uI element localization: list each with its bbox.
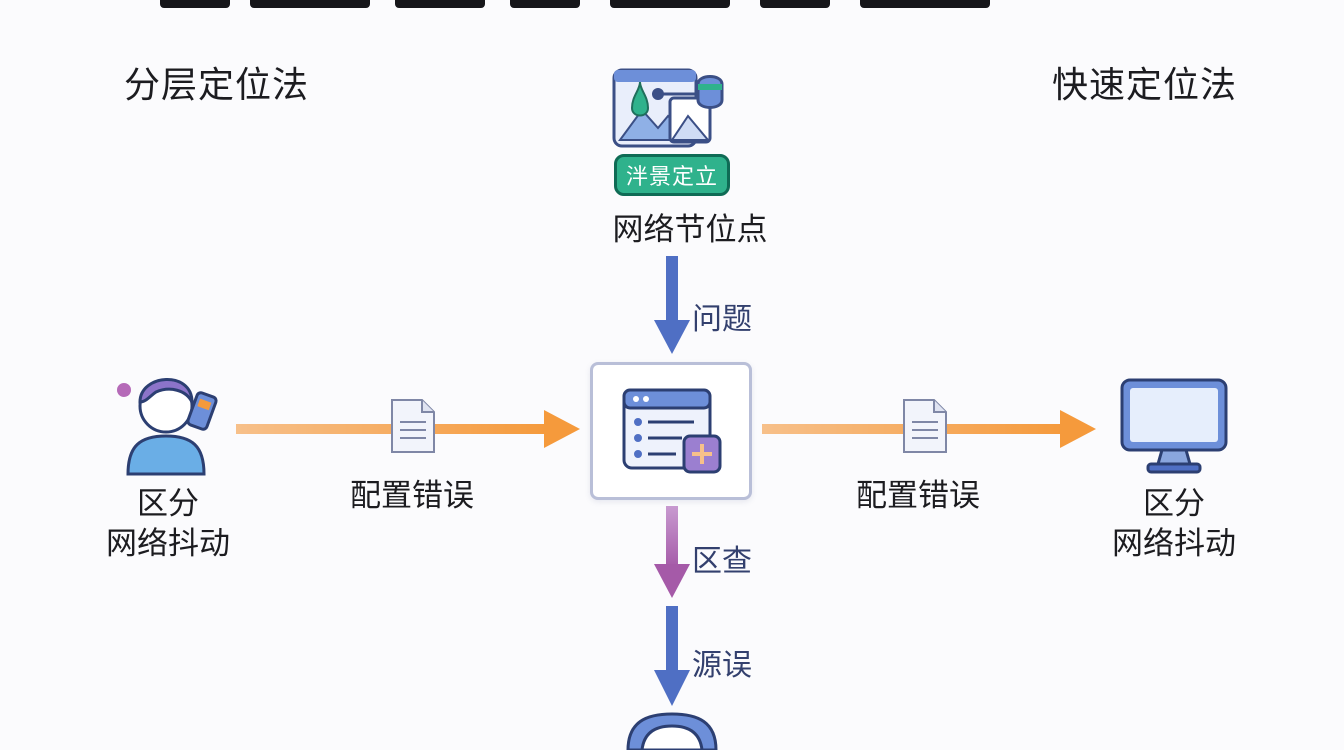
- arrow-down-icon: [654, 606, 690, 706]
- title-fragment: [160, 0, 230, 8]
- arrow-bottom-label: 源误: [692, 648, 752, 683]
- title-fragment: [860, 0, 990, 8]
- image-drop-icon: [612, 68, 724, 148]
- document-icon: [903, 399, 947, 453]
- monitor-icon: [1120, 378, 1228, 474]
- right-node-line1: 区分: [1143, 486, 1205, 522]
- right-node-line2: 网络抖动: [1112, 526, 1236, 562]
- title-fragment: [395, 0, 485, 8]
- left-node-line1: 区分: [137, 486, 199, 522]
- title-fragment: [610, 0, 730, 8]
- left-node-line2: 网络抖动: [106, 526, 230, 562]
- title-fragment: [760, 0, 830, 8]
- right-edge-label: 配置错误: [856, 478, 980, 514]
- person-phone-icon: [117, 378, 218, 476]
- arrow-top-label: 问题: [692, 302, 752, 337]
- list-add-icon: [622, 388, 722, 474]
- arrow-mid-label: 区查: [692, 544, 752, 579]
- left-node-label: 区分 网络抖动: [88, 484, 248, 564]
- arrow-down-icon: [654, 256, 690, 354]
- arrow-down-icon: [654, 506, 690, 598]
- status-badge: 泮景定立: [614, 154, 730, 196]
- left-method-label: 分层定位法: [124, 65, 310, 106]
- top-node-label: 网络节位点: [612, 212, 768, 248]
- right-method-label: 快速定位法: [1052, 65, 1238, 106]
- right-node-label: 区分 网络抖动: [1094, 484, 1254, 564]
- left-edge-label: 配置错误: [350, 478, 474, 514]
- document-icon: [391, 399, 435, 453]
- person-icon: [626, 712, 718, 750]
- title-fragment: [250, 0, 370, 8]
- title-fragment: [510, 0, 580, 8]
